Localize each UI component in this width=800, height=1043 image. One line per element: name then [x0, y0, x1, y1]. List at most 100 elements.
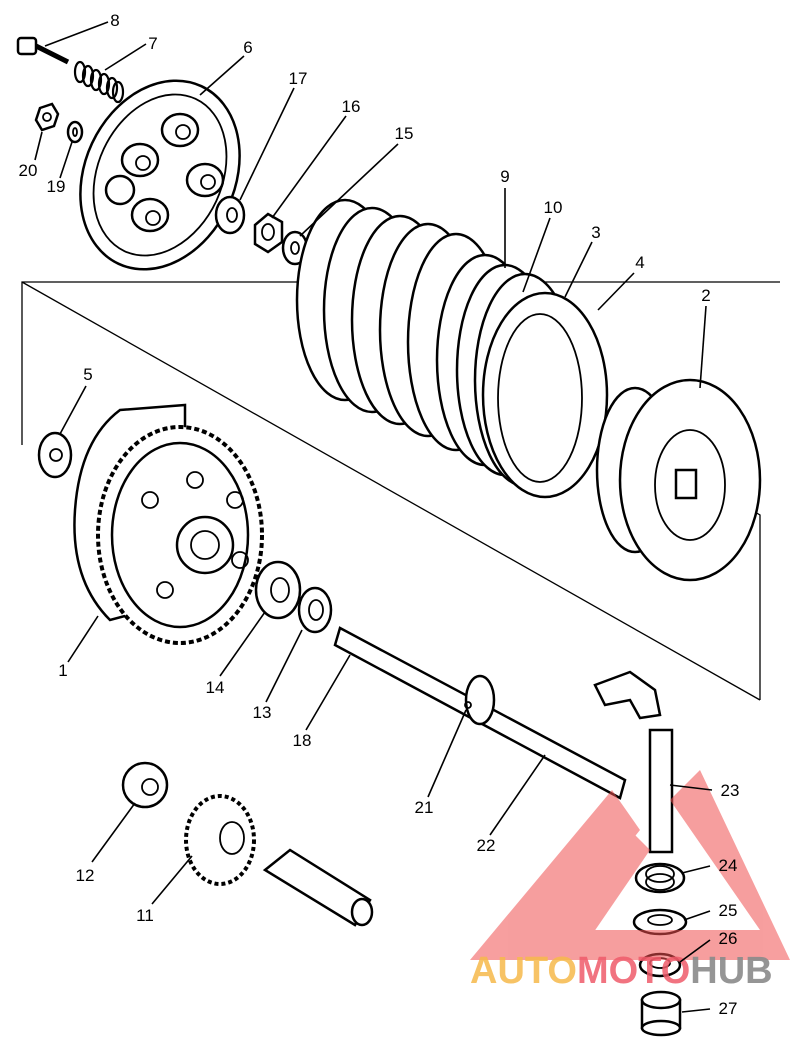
callout-6: 6 — [199, 38, 253, 96]
callout-3: 3 — [564, 223, 601, 298]
leader-line — [104, 43, 147, 71]
part-collar — [121, 761, 169, 809]
callout-11: 11 — [136, 855, 193, 925]
leader-line — [199, 55, 245, 96]
leader-line — [683, 910, 711, 921]
watermark-moto: MOTO — [577, 950, 690, 992]
leader-line — [669, 784, 713, 791]
part-number-label: 18 — [293, 731, 312, 750]
part-push-rod — [333, 626, 627, 800]
leader-line — [681, 865, 711, 874]
part-spring-24 — [634, 862, 686, 894]
part-number-label: 2 — [701, 286, 710, 305]
callout-17: 17 — [239, 69, 308, 201]
watermark-hub: HUB — [690, 950, 772, 992]
part-number-label: 4 — [635, 253, 644, 272]
part-number-label: 26 — [719, 929, 738, 948]
part-number-label: 9 — [500, 167, 509, 186]
callout-1: 1 — [58, 615, 99, 680]
part-number-label: 1 — [58, 661, 67, 680]
callout-14: 14 — [206, 611, 266, 697]
part-number-label: 17 — [289, 69, 308, 88]
part-number-label: 15 — [395, 124, 414, 143]
part-pressure-plate — [79, 79, 241, 271]
part-number-label: 5 — [83, 365, 92, 384]
part-number-label: 8 — [110, 11, 119, 30]
callout-15: 15 — [299, 124, 414, 237]
part-lock-washer — [214, 195, 246, 235]
callout-2: 2 — [699, 286, 711, 389]
part-bolt — [16, 36, 70, 65]
leader-line — [59, 141, 73, 179]
callout-9: 9 — [500, 167, 510, 268]
part-number-label: 20 — [19, 161, 38, 180]
part-number-label: 19 — [47, 177, 66, 196]
part-pinion-gear — [184, 794, 256, 886]
part-number-label: 14 — [206, 678, 225, 697]
leader-line — [681, 1008, 711, 1013]
leader-line — [219, 611, 266, 677]
leader-line — [299, 143, 399, 237]
part-number-label: 6 — [243, 38, 252, 57]
callout-4: 4 — [597, 253, 645, 311]
part-locknut — [253, 212, 284, 254]
callout-18: 18 — [293, 654, 351, 750]
callout-23: 23 — [669, 781, 740, 800]
leader-line — [44, 21, 109, 47]
leader-line — [699, 305, 707, 389]
part-number-label: 24 — [719, 856, 738, 875]
part-thrust-washer — [254, 560, 302, 620]
part-number-label: 23 — [721, 781, 740, 800]
leader-line — [305, 654, 351, 731]
part-spring — [73, 60, 125, 104]
part-bearing-27 — [640, 990, 682, 1037]
leader-line — [564, 241, 593, 298]
part-clutch-boss — [595, 378, 762, 582]
callout-16: 16 — [271, 97, 361, 219]
part-washer — [297, 586, 333, 634]
leader-line — [597, 272, 635, 311]
leader-line — [151, 855, 193, 905]
callout-20: 20 — [19, 131, 43, 180]
callout-7: 7 — [104, 34, 158, 71]
part-number-label: 21 — [415, 798, 434, 817]
part-number-label: 10 — [544, 198, 563, 217]
part-push-lever-shaft — [593, 670, 674, 854]
callout-10: 10 — [522, 198, 563, 293]
callout-25: 25 — [683, 901, 738, 921]
part-number-label: 25 — [719, 901, 738, 920]
part-number-label: 13 — [253, 703, 272, 722]
callout-13: 13 — [253, 629, 303, 722]
part-clutch-housing — [73, 403, 264, 645]
part-retainer-plate — [37, 431, 73, 479]
callout-12: 12 — [76, 802, 136, 885]
leader-line — [679, 939, 711, 963]
leader-line — [522, 217, 551, 293]
part-number-label: 22 — [477, 836, 496, 855]
part-number-label: 11 — [136, 906, 154, 925]
part-number-label: 3 — [591, 223, 600, 242]
leader-line — [271, 115, 347, 219]
part-number-label: 16 — [342, 97, 361, 116]
callout-21: 21 — [415, 709, 467, 817]
callout-8: 8 — [44, 11, 120, 47]
watermark-logo — [470, 770, 790, 960]
callout-5: 5 — [59, 365, 93, 435]
leader-line — [265, 629, 303, 703]
svg-text:AUTOMOTOHUB: AUTOMOTOHUB — [470, 950, 773, 992]
part-nut — [34, 102, 60, 132]
leader-line — [59, 385, 87, 435]
watermark-auto: AUTO — [470, 950, 577, 992]
watermark-text: AUTOMOTOHUB — [470, 950, 773, 992]
leader-line — [489, 754, 546, 836]
callout-19: 19 — [47, 141, 73, 196]
callout-22: 22 — [477, 754, 546, 855]
leader-line — [67, 615, 99, 663]
leader-line — [427, 709, 467, 798]
callout-26: 26 — [679, 929, 738, 963]
part-number-label: 7 — [148, 34, 157, 53]
part-number-label: 12 — [76, 866, 95, 885]
